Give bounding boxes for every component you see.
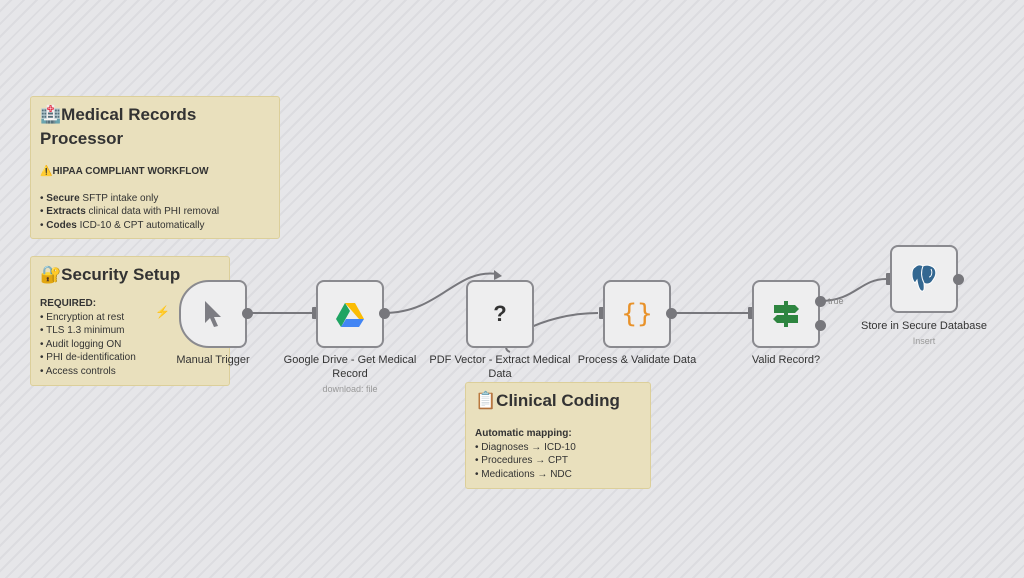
list-item: Codes ICD-10 & CPT automatically (40, 219, 270, 233)
node-label: PDF Vector - Extract Medical Data (429, 354, 571, 380)
google-drive-icon (336, 302, 364, 327)
coding-heading: Automatic mapping: (475, 428, 572, 439)
node-pdf-vector[interactable]: ? (466, 280, 534, 348)
output-handle-true[interactable] (815, 296, 826, 307)
node-valid-record[interactable] (752, 280, 820, 348)
output-handle[interactable] (379, 308, 390, 319)
list-item: Diagnoses → ICD-10 (475, 441, 641, 455)
node-process-validate[interactable]: {} (603, 280, 671, 348)
node-label: Valid Record? (751, 354, 821, 366)
arrow-pdf-input (494, 270, 502, 280)
output-handle[interactable] (242, 308, 253, 319)
list-item: Procedures → CPT (475, 454, 641, 468)
list-item: Secure SFTP intake only (40, 192, 270, 206)
input-handle[interactable] (599, 307, 605, 319)
signpost-icon (773, 301, 799, 327)
output-handle[interactable] (666, 308, 677, 319)
list-item: Audit logging ON (40, 338, 220, 352)
output-handle-false[interactable] (815, 320, 826, 331)
code-braces-icon: {} (621, 299, 653, 329)
node-label: Process & Validate Data (577, 354, 697, 366)
security-list: Encryption at rest TLS 1.3 minimum Audit… (40, 311, 220, 379)
connection-if-store (819, 278, 887, 302)
input-handle[interactable] (748, 307, 754, 319)
true-label: true (828, 296, 844, 306)
node-label: Google Drive - Get Medical Record (283, 354, 417, 380)
list-item: Encryption at rest (40, 311, 220, 325)
security-note-title: 🔐Security Setup (40, 265, 181, 284)
node-subtitle: download: file (322, 384, 378, 394)
node-label: Manual Trigger (176, 354, 250, 366)
sticky-note-main[interactable]: 🏥Medical Records Processor ⚠️HIPAA COMPL… (30, 96, 280, 239)
node-manual-trigger[interactable] (179, 280, 247, 348)
input-handle[interactable] (886, 273, 892, 285)
sticky-note-coding[interactable]: 📋Clinical Coding Automatic mapping: Diag… (465, 382, 651, 489)
list-item: PHI de-identification (40, 351, 220, 365)
connection-drive-pdf (383, 272, 499, 314)
input-handle[interactable] (312, 307, 318, 319)
list-item: Medications → NDC (475, 468, 641, 482)
list-item: Extracts clinical data with PHI removal (40, 205, 270, 219)
question-icon: ? (493, 301, 507, 326)
cursor-icon (205, 301, 221, 327)
coding-list: Diagnoses → ICD-10 Procedures → CPT Medi… (475, 441, 641, 482)
node-subtitle: Insert (912, 336, 936, 346)
main-note-title: 🏥Medical Records Processor (40, 105, 197, 148)
node-label: Store in Secure Database (861, 320, 987, 332)
hipaa-warning: ⚠️HIPAA COMPLIANT WORKFLOW (40, 166, 209, 177)
postgres-icon (911, 264, 937, 292)
node-google-drive[interactable] (316, 280, 384, 348)
list-item: TLS 1.3 minimum (40, 324, 220, 338)
list-item: Access controls (40, 365, 220, 379)
security-heading: REQUIRED: (40, 298, 97, 309)
trigger-bolt-icon: ⚡ (155, 305, 170, 319)
main-note-list: Secure SFTP intake only Extracts clinica… (40, 192, 270, 233)
output-handle[interactable] (953, 274, 964, 285)
coding-note-title: 📋Clinical Coding (475, 391, 620, 410)
node-store-database[interactable] (890, 245, 958, 313)
